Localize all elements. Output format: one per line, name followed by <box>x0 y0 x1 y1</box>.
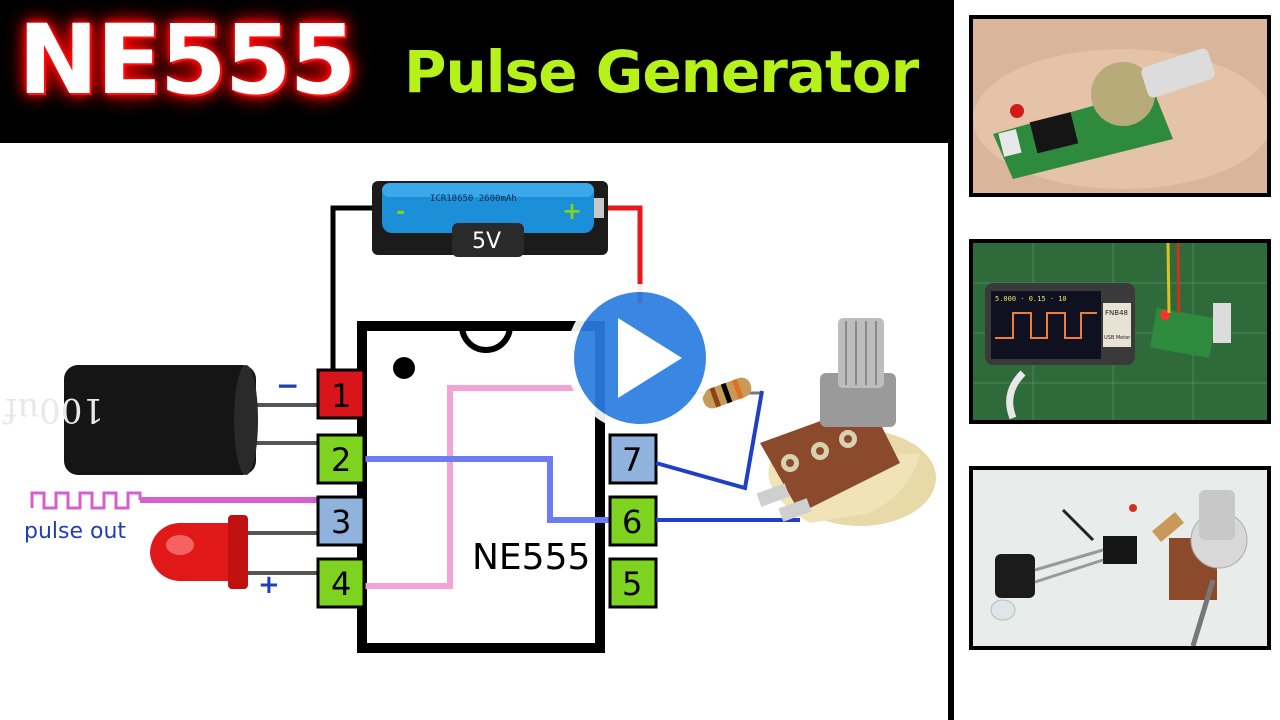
usb-meter-name: USB Meter <box>1104 335 1131 341</box>
usb-meter-values: 5.000 · 0.15 · 10 <box>995 295 1067 303</box>
pin-6: 6 <box>608 495 658 547</box>
thumbnail-assembled-circuit[interactable] <box>969 466 1271 650</box>
battery-plus: + <box>562 197 582 225</box>
battery-minus: - <box>396 200 405 225</box>
pulse-wave-icon <box>30 491 142 510</box>
battery-negative-wire <box>330 205 378 383</box>
pulse-out-label: pulse out <box>24 519 126 544</box>
svg-text:3: 3 <box>331 503 351 541</box>
circuit-diagram: pulse out 1 2 3 4 7 6 5 <box>0 181 936 653</box>
pin-4: 4 <box>316 557 366 609</box>
pin-1: 1 <box>316 368 366 420</box>
svg-text:7: 7 <box>622 441 642 479</box>
assembled-circuit-photo <box>973 470 1267 646</box>
thumbnail-pcb-module[interactable] <box>969 15 1271 197</box>
title-ne555: NE555 <box>18 4 356 116</box>
battery-voltage: 5V <box>472 229 501 254</box>
usb-meter-brand: FNB48 <box>1105 309 1128 317</box>
capacitor-text: 100uf 20V <box>0 390 104 430</box>
battery-holder: ICR18650 2600mAh - + 5V <box>372 181 608 257</box>
pin-5: 5 <box>608 557 658 609</box>
capacitor-minus: − <box>276 369 299 402</box>
ne555-chip-body <box>357 321 605 653</box>
red-led: + <box>150 515 280 600</box>
battery-model-text: ICR18650 2600mAh <box>430 194 517 204</box>
svg-text:2: 2 <box>331 441 351 479</box>
blue-wire <box>365 456 610 523</box>
battery-positive-wire <box>602 205 643 303</box>
pcb-module-photo <box>973 19 1267 193</box>
chip-notch <box>459 325 513 353</box>
play-button[interactable] <box>566 284 714 432</box>
pin-2: 2 <box>316 433 366 485</box>
title-pulse-generator: Pulse Generator <box>404 38 919 106</box>
pin-3: 3 <box>316 495 366 547</box>
usb-meter-photo: 5.000 · 0.15 · 10 FNB48 USB Meter <box>973 243 1267 420</box>
pink-wire <box>365 385 580 589</box>
pin7-pot-wire <box>655 390 764 491</box>
play-icon <box>618 318 682 398</box>
chip-label: NE555 <box>472 537 590 578</box>
svg-text:6: 6 <box>622 503 642 541</box>
led-plus: + <box>258 570 280 600</box>
capacitor: 100uf 20V − <box>0 365 299 475</box>
potentiometer <box>756 318 936 526</box>
pin-7: 7 <box>608 433 658 485</box>
thumbnail-usb-meter[interactable]: 5.000 · 0.15 · 10 FNB48 USB Meter <box>969 239 1271 424</box>
title-bar: NE555 Pulse Generator <box>0 0 948 143</box>
svg-text:4: 4 <box>331 565 351 603</box>
pin1-dot <box>393 357 415 379</box>
svg-text:5: 5 <box>622 565 642 603</box>
svg-text:1: 1 <box>331 377 351 415</box>
